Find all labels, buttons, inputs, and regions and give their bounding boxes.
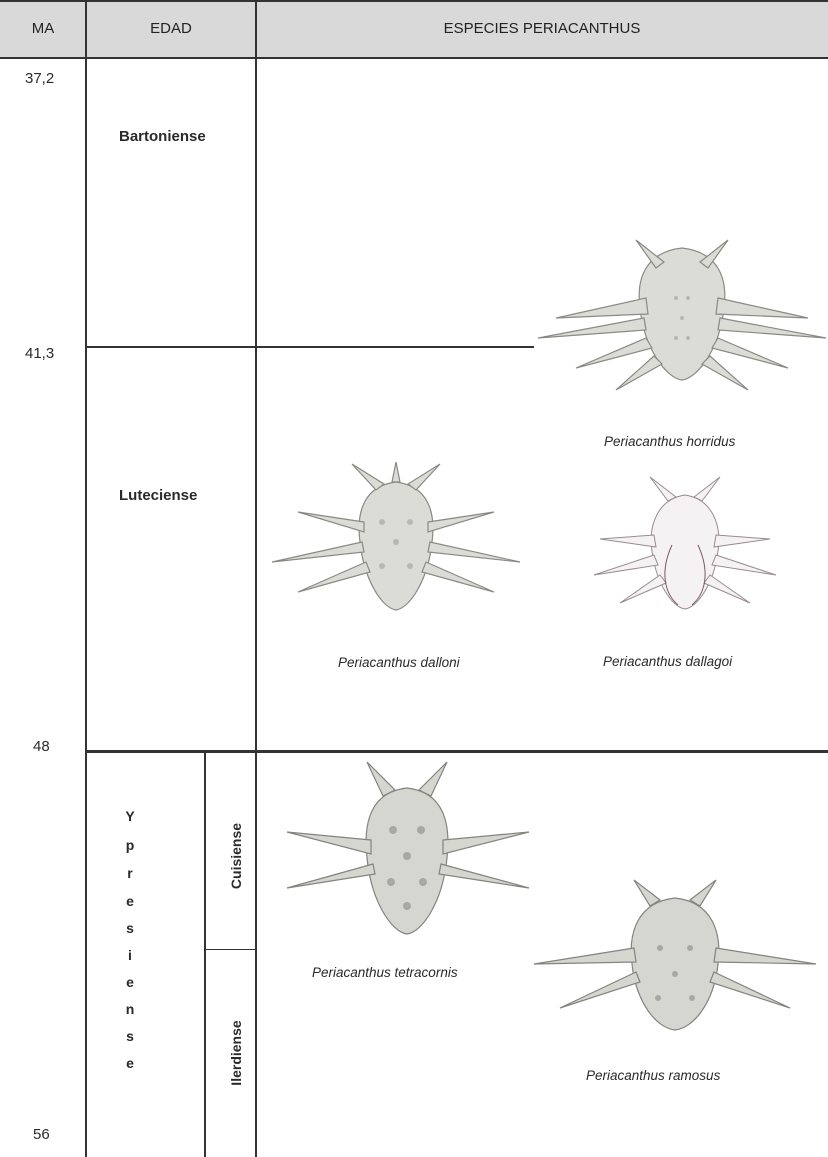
- edad-column-divider: [255, 0, 257, 1157]
- caption-dalloni: Periacanthus dalloni: [338, 655, 460, 670]
- header-especies: ESPECIES PERIACANTHUS: [256, 20, 828, 37]
- header-edad: EDAD: [86, 20, 256, 37]
- ypresiense-letter: Y: [120, 808, 140, 824]
- periacanthus-tetracornis-illustration: [283, 760, 533, 940]
- ypresiense-letter: s: [120, 1028, 140, 1044]
- ypresiense-letter: e: [120, 974, 140, 990]
- periacanthus-dallagoi-illustration: [590, 475, 780, 615]
- age-luteciense: Luteciense: [119, 487, 197, 504]
- periacanthus-dalloni-illustration: [268, 462, 524, 620]
- ma-value-48: 48: [33, 738, 50, 755]
- periacanthus-horridus-illustration: [536, 238, 828, 398]
- ma-value-41-3: 41,3: [25, 345, 54, 362]
- bartoniense-luteciense-boundary: [86, 346, 534, 348]
- ypresiense-letter: n: [120, 1001, 140, 1017]
- caption-tetracornis: Periacanthus tetracornis: [312, 965, 458, 980]
- periacanthus-ramosus-illustration: [530, 878, 820, 1038]
- ypresiense-subdivider: [204, 752, 206, 1157]
- age-bartoniense: Bartoniense: [119, 128, 206, 145]
- header-ma: MA: [0, 20, 86, 37]
- ma-value-56: 56: [33, 1126, 50, 1143]
- cuisiense-ilerdiense-boundary: [205, 949, 256, 950]
- caption-ramosus: Periacanthus ramosus: [586, 1068, 720, 1083]
- age-cuisiense: Cuisiense: [228, 816, 244, 896]
- ypresiense-letter: s: [120, 920, 140, 936]
- caption-horridus: Periacanthus horridus: [604, 434, 735, 449]
- ma-column-divider: [85, 0, 87, 1157]
- ypresiense-letter: r: [120, 865, 140, 881]
- age-ilerdiense: Ilerdiense: [228, 1013, 244, 1093]
- ma-value-37-2: 37,2: [25, 70, 54, 87]
- caption-dallagoi: Periacanthus dallagoi: [603, 654, 732, 669]
- ypresiense-letter: p: [120, 837, 140, 853]
- ypresiense-letter: e: [120, 893, 140, 909]
- header-bottom-border: [0, 57, 828, 59]
- top-border: [0, 0, 828, 2]
- luteciense-ypresiense-boundary: [86, 750, 828, 753]
- ypresiense-letter: i: [120, 947, 140, 963]
- ypresiense-letter: e: [120, 1055, 140, 1071]
